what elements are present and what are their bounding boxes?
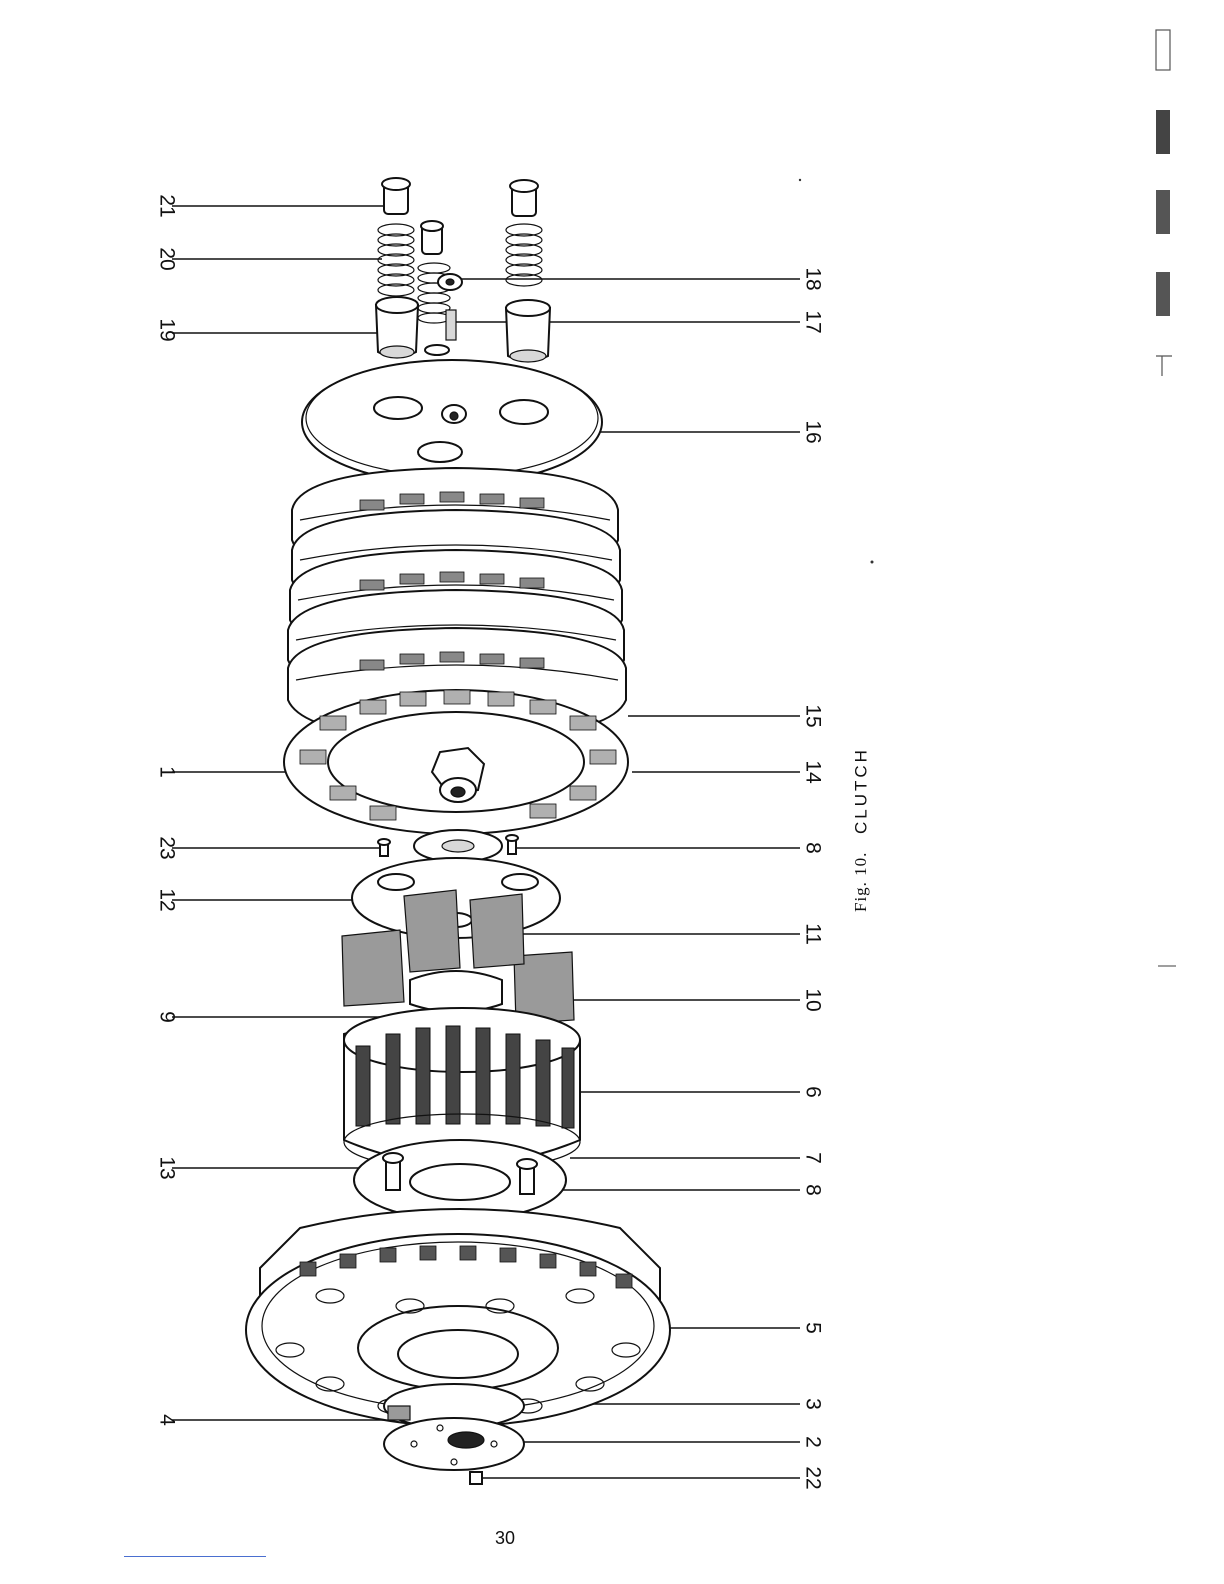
pressure-plate [302,360,602,484]
callout-3: 3 [801,1398,824,1410]
caption-title: CLUTCH [851,747,870,834]
callout-22: 22 [801,1466,824,1489]
friction-plate [284,690,628,834]
callout-6: 6 [801,1086,824,1098]
callout-18: 18 [801,267,824,290]
caption-prefix: Fig. 10. [851,852,870,912]
scan-margin-marks [1156,30,1176,966]
speck [799,179,801,181]
footer-link-underline[interactable] [124,1556,266,1557]
callout-8-upper: 8 [801,842,824,854]
callout-4: 4 [155,1414,178,1426]
shock-absorber-unit [342,858,574,1024]
callout-12: 12 [155,888,178,911]
speck [871,561,874,564]
callout-13: 13 [155,1156,178,1179]
callout-8-lower: 8 [801,1184,824,1196]
callout-11: 11 [801,923,824,945]
callout-2: 2 [801,1436,824,1448]
callout-5: 5 [801,1322,824,1334]
callout-21: 21 [155,194,178,217]
callout-16: 16 [801,420,824,443]
callout-1: 1 [155,766,178,778]
callout-19: 19 [155,318,178,341]
bearing-and-thrust-plate [384,1384,524,1484]
page-number: 30 [495,1528,515,1549]
callout-9: 9 [155,1011,178,1023]
callouts-right: 18 17 16 15 14 8 11 10 6 7 8 5 3 2 22 [801,267,824,1489]
callout-10: 10 [801,988,824,1011]
figure-caption: Fig. 10. CLUTCH [851,747,871,912]
callout-7: 7 [801,1152,824,1164]
spring-assemblies [376,178,550,362]
callout-15: 15 [801,704,824,727]
callout-17: 17 [801,310,824,333]
callouts-left: 21 20 19 1 23 12 9 13 4 [155,194,178,1426]
callout-14: 14 [801,760,824,784]
callout-23: 23 [155,836,178,859]
callout-20: 20 [155,247,178,270]
